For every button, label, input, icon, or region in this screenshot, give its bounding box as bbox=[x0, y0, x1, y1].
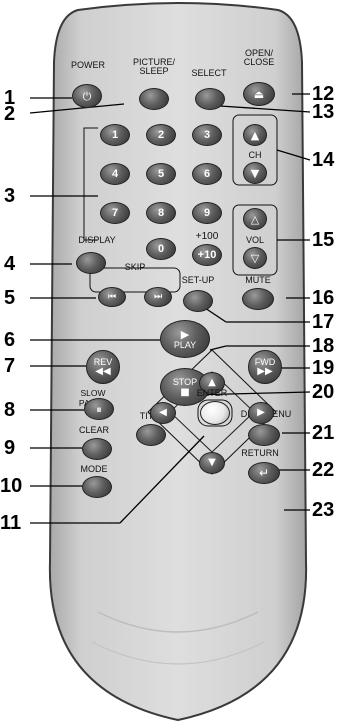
digit-button-7[interactable]: 7 bbox=[100, 202, 130, 224]
callout-2: 2 bbox=[4, 104, 15, 124]
nav-right-button[interactable]: ▶ bbox=[248, 402, 274, 424]
return-label: RETURN bbox=[236, 448, 284, 458]
mode-button[interactable] bbox=[82, 476, 112, 498]
callout-19: 19 bbox=[312, 358, 334, 378]
ch-label: CH bbox=[240, 150, 270, 160]
callout-7: 7 bbox=[4, 356, 15, 376]
callout-11: 11 bbox=[0, 513, 21, 533]
skip-back-button[interactable]: ⏮ bbox=[98, 287, 126, 307]
triangle-up-outline-icon: △ bbox=[251, 214, 259, 225]
fwd-button[interactable]: FWD ▶▶ bbox=[248, 350, 282, 384]
volume-up-button[interactable]: △ bbox=[243, 208, 267, 230]
callout-13: 13 bbox=[312, 102, 334, 122]
callout-22: 22 bbox=[312, 460, 334, 480]
triangle-up-icon: ▲ bbox=[251, 130, 259, 141]
callout-4: 4 bbox=[4, 254, 15, 274]
clear-label: CLEAR bbox=[72, 425, 116, 435]
return-arrow-icon: ↵ bbox=[259, 467, 269, 479]
callout-16: 16 bbox=[312, 288, 334, 308]
digit-button-3[interactable]: 3 bbox=[192, 124, 222, 146]
callout-8: 8 bbox=[4, 400, 15, 420]
skip-next-icon: ⏭ bbox=[154, 293, 162, 302]
rewind-icon: ◀◀ bbox=[95, 367, 110, 377]
nav-left-button[interactable]: ◀ bbox=[150, 402, 176, 424]
nav-down-button[interactable]: ▼ bbox=[199, 452, 225, 474]
display-button[interactable] bbox=[76, 252, 106, 274]
digit-button-2[interactable]: 2 bbox=[146, 124, 176, 146]
stop-icon: ■ bbox=[180, 388, 189, 398]
skip-previous-icon: ⏮ bbox=[108, 293, 116, 302]
play-button[interactable]: ▶ PLAY bbox=[160, 320, 210, 358]
callout-15: 15 bbox=[312, 230, 334, 250]
enter-button[interactable] bbox=[200, 401, 230, 425]
triangle-down-outline-icon: ▽ bbox=[251, 253, 259, 264]
callout-18: 18 bbox=[312, 336, 334, 356]
skip-label: SKIP bbox=[112, 262, 158, 272]
picture-sleep-label-line2: SLEEP bbox=[124, 66, 184, 76]
callout-17: 17 bbox=[312, 312, 334, 332]
arrow-up-icon: ▲ bbox=[208, 378, 216, 388]
arrow-left-icon: ◀ bbox=[159, 408, 167, 418]
power-button[interactable]: ⏻ bbox=[72, 84, 102, 108]
plus100-label: +100 bbox=[190, 232, 224, 242]
triangle-down-icon: ▼ bbox=[251, 168, 259, 179]
mode-label: MODE bbox=[72, 464, 116, 474]
digit-button-9[interactable]: 9 bbox=[192, 202, 222, 224]
channel-up-button[interactable]: ▲ bbox=[243, 124, 267, 146]
open-close-button[interactable]: ⏏ bbox=[243, 82, 275, 106]
enter-label: ENTER bbox=[190, 388, 234, 398]
channel-down-button[interactable]: ▼ bbox=[243, 162, 267, 184]
mute-label: MUTE bbox=[236, 275, 280, 285]
play-icon: ▶ bbox=[181, 329, 189, 340]
vol-label: VOL bbox=[240, 235, 270, 245]
callout-3: 3 bbox=[4, 186, 15, 206]
mute-button[interactable] bbox=[242, 288, 274, 310]
return-button[interactable]: ↵ bbox=[248, 462, 280, 484]
select-button[interactable] bbox=[195, 88, 225, 110]
setup-label: SET-UP bbox=[176, 275, 220, 285]
power-icon: ⏻ bbox=[83, 91, 92, 102]
callout-20: 20 bbox=[312, 382, 334, 402]
open-close-label-line2: CLOSE bbox=[232, 57, 286, 67]
digit-button-1[interactable]: 1 bbox=[100, 124, 130, 146]
callout-5: 5 bbox=[4, 288, 15, 308]
disc-menu-button[interactable] bbox=[248, 424, 280, 446]
power-label: POWER bbox=[58, 60, 118, 70]
digit-button-0[interactable]: 0 bbox=[146, 238, 176, 260]
arrow-down-icon: ▼ bbox=[208, 458, 216, 468]
digit-button-8[interactable]: 8 bbox=[146, 202, 176, 224]
picture-sleep-button[interactable] bbox=[139, 88, 169, 110]
title-button[interactable] bbox=[136, 424, 166, 446]
volume-down-button[interactable]: ▽ bbox=[243, 247, 267, 269]
callout-23: 23 bbox=[312, 500, 334, 520]
clear-button[interactable] bbox=[82, 438, 112, 460]
digit-button-4[interactable]: 4 bbox=[100, 163, 130, 185]
arrow-right-icon: ▶ bbox=[257, 408, 265, 418]
skip-forward-button[interactable]: ⏭ bbox=[144, 287, 172, 307]
select-label: SELECT bbox=[184, 68, 234, 78]
display-label: DISPLAY bbox=[72, 235, 122, 245]
digit-button-5[interactable]: 5 bbox=[146, 163, 176, 185]
rev-button[interactable]: REV ◀◀ bbox=[86, 350, 120, 384]
setup-button[interactable] bbox=[183, 290, 213, 312]
callout-14: 14 bbox=[312, 150, 334, 170]
fast-forward-icon: ▶▶ bbox=[257, 367, 272, 377]
slow-label: SLOW bbox=[70, 389, 116, 398]
eject-icon: ⏏ bbox=[254, 89, 264, 100]
callout-6: 6 bbox=[4, 330, 15, 350]
pause-icon: ⏸ bbox=[96, 404, 102, 415]
callout-10: 10 bbox=[0, 476, 22, 496]
callout-9: 9 bbox=[4, 438, 15, 458]
pause-button[interactable]: ⏸ bbox=[84, 398, 114, 420]
callout-21: 21 bbox=[312, 423, 334, 443]
digit-button-6[interactable]: 6 bbox=[192, 163, 222, 185]
plus10-button[interactable]: +10 bbox=[192, 244, 222, 266]
